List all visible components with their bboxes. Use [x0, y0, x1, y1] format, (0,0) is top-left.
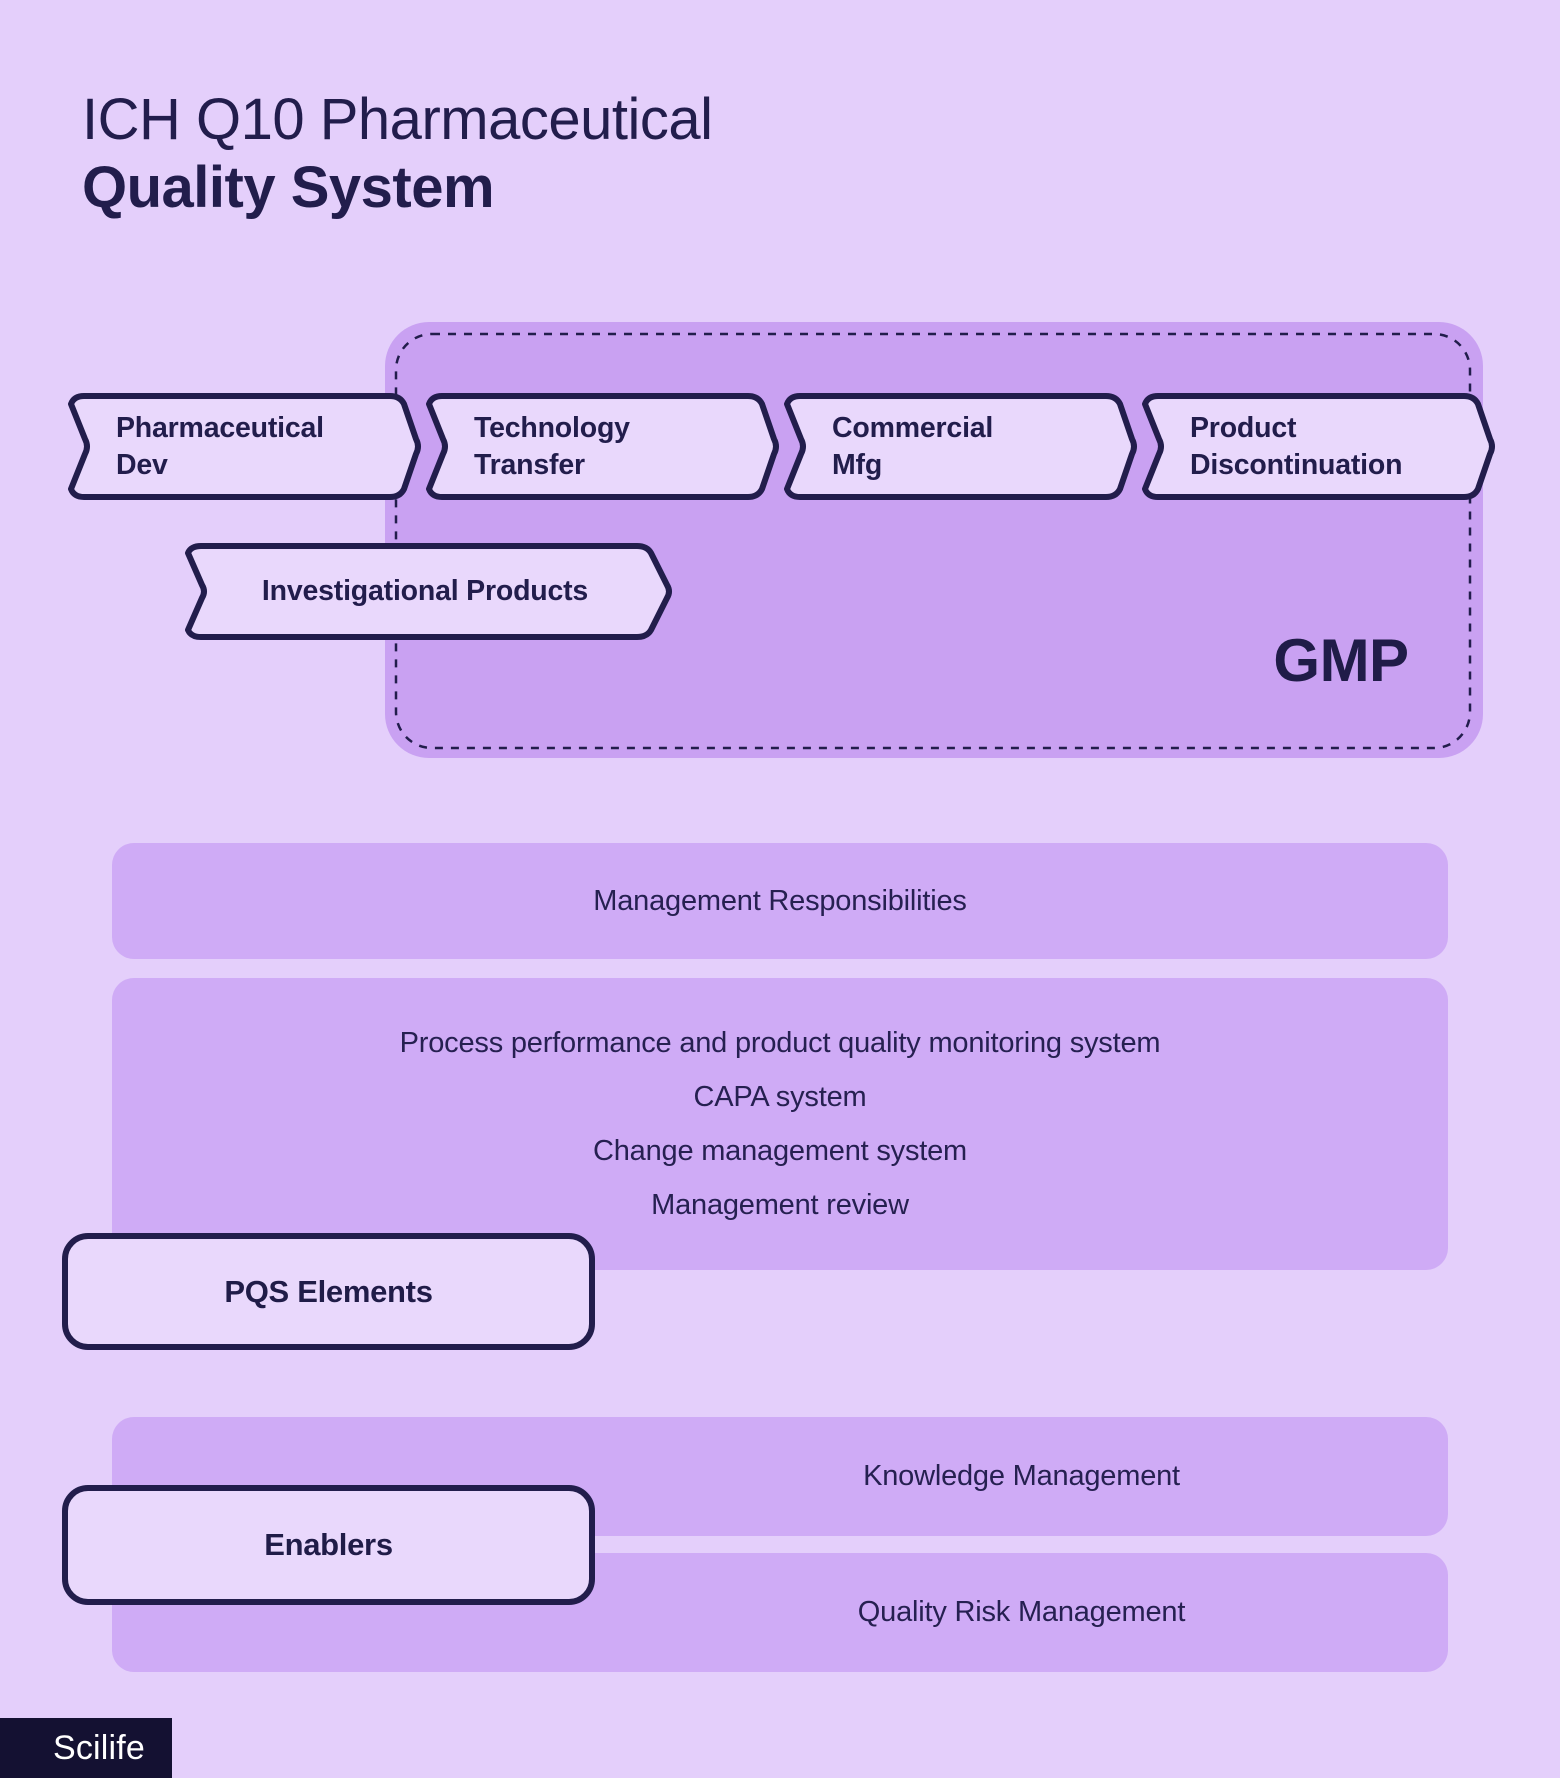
enablers-chip: Enablers	[62, 1485, 595, 1605]
stage-label-line: Mfg	[832, 448, 883, 481]
page-title-line1: ICH Q10 Pharmaceutical	[82, 87, 713, 152]
stage-label-product-discontinuation: Product Discontinuation	[1132, 388, 1472, 505]
knowledge-management-label: Knowledge Management	[863, 1460, 1180, 1492]
stage-label-line: Discontinuation	[1190, 448, 1403, 481]
stage-label-line: Pharmaceutical	[116, 411, 324, 444]
stage-label-commercial-mfg: Commercial Mfg	[774, 388, 1114, 505]
stage-label-technology-transfer: Technology Transfer	[416, 388, 756, 505]
scilife-logo-text: Scilife	[52, 1728, 146, 1767]
management-responsibilities-label: Management Responsibilities	[593, 884, 967, 917]
stage-label-line: Technology	[474, 411, 630, 444]
enablers-chip-label: Enablers	[264, 1527, 393, 1562]
stage-arrow-technology-transfer	[426, 393, 779, 500]
stage-arrow-commercial-mfg	[784, 393, 1137, 500]
stage-label-line: Transfer	[474, 448, 585, 481]
management-responsibilities-bar: Management Responsibilities	[112, 843, 1448, 959]
stage-label-pharmaceutical-dev: Pharmaceutical Dev	[58, 388, 398, 505]
pqs-element-item: Change management system	[592, 1134, 967, 1167]
quality-risk-management-label: Quality Risk Management	[857, 1596, 1186, 1628]
pqs-elements-chip-label: PQS Elements	[224, 1273, 433, 1309]
scilife-logo: Scilife	[0, 1718, 172, 1778]
pqs-element-item: Process performance and product quality …	[399, 1026, 1161, 1059]
pqs-element-item: CAPA system	[693, 1080, 867, 1113]
quality-risk-management-label-wrap: Quality Risk Management	[595, 1553, 1448, 1672]
stage-arrow-product-discontinuation	[1142, 393, 1495, 500]
stage-label-line: Commercial	[832, 411, 994, 444]
pqs-elements-chip: PQS Elements	[62, 1233, 595, 1350]
pqs-element-item: Management review	[651, 1188, 909, 1221]
page-title-line2: Quality System	[82, 155, 495, 220]
stage-label-line: Product	[1190, 411, 1297, 444]
knowledge-management-label-wrap: Knowledge Management	[595, 1417, 1448, 1536]
stage-arrow-pharmaceutical-dev	[68, 393, 421, 500]
gmp-label: GMP	[1273, 627, 1409, 694]
stage-label-line: Dev	[116, 448, 168, 481]
pqs-elements-panel: Process performance and product quality …	[112, 978, 1448, 1270]
investigational-products-banner	[185, 543, 672, 640]
investigational-products-label: Investigational Products	[261, 575, 589, 607]
gmp-dashed-border	[394, 332, 1472, 750]
